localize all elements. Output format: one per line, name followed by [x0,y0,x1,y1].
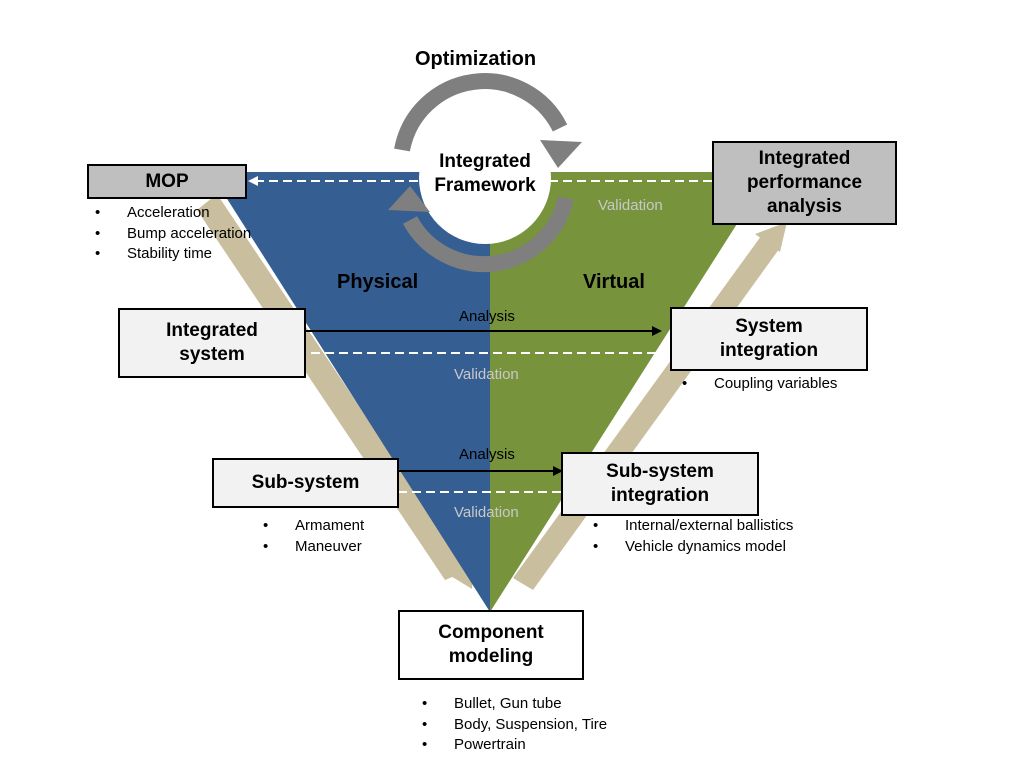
subsystem-integration-line1: Sub-system [606,461,714,482]
optimization-arrowhead-right [540,140,582,168]
system-integration-box: System integration [670,307,868,371]
physical-label: Physical [337,271,419,293]
integrated-performance-line3: analysis [767,196,842,217]
list-item: Internal/external ballistics [593,516,793,537]
integrated-performance-analysis-box: Integrated performance analysis [712,141,897,225]
list-item: Acceleration [95,203,251,224]
integrated-framework-circle [419,112,551,244]
list-item: Maneuver [263,537,364,558]
validation-system-label: Validation [454,366,519,383]
integrated-system-line2: system [179,344,245,365]
integrated-performance-line2: performance [746,172,863,193]
integrated-framework-label: Integrated Framework [421,150,549,198]
component-modeling-line1: Component [438,622,544,643]
subsystem-integration-line2: integration [610,485,710,506]
subsystem-box: Sub-system [212,458,399,508]
list-item: Bump acceleration [95,224,251,245]
list-item: Armament [263,516,364,537]
list-item: Coupling variables [682,374,837,395]
system-integration-list: Coupling variables [682,374,837,395]
mop-list: Acceleration Bump acceleration Stability… [95,203,251,265]
integrated-system-box: Integrated system [118,308,306,378]
subsystem-list: Armament Maneuver [263,516,364,557]
list-item: Body, Suspension, Tire [422,715,607,736]
mop-box: MOP [87,164,247,199]
analysis-system-label: Analysis [459,308,515,325]
integrated-framework-line2: Framework [434,175,536,196]
integrated-performance-line1: Integrated [758,148,851,169]
component-list: Bullet, Gun tube Body, Suspension, Tire … [422,694,607,756]
validation-top-label: Validation [598,197,663,214]
system-integration-line2: integration [719,340,819,361]
list-item: Vehicle dynamics model [593,537,793,558]
subsystem-integration-box: Sub-system integration [561,452,759,516]
component-modeling-box: Component modeling [398,610,584,680]
optimization-arrowhead-left [388,186,430,212]
list-item: Powertrain [422,735,607,756]
validation-subsystem-label: Validation [454,504,519,521]
list-item: Bullet, Gun tube [422,694,607,715]
component-modeling-line2: modeling [448,646,534,667]
virtual-triangle [490,172,770,612]
integrated-system-line1: Integrated [166,320,258,341]
list-item: Stability time [95,244,251,265]
virtual-label: Virtual [583,271,645,293]
optimization-cycle-icon [394,73,574,273]
mop-box-label: MOP [145,170,189,192]
integrated-framework-line1: Integrated [439,151,531,172]
analysis-subsystem-label: Analysis [459,446,515,463]
subsystem-integration-list: Internal/external ballistics Vehicle dyn… [593,516,793,557]
optimization-title: Optimization [415,48,537,70]
physical-triangle [210,172,490,612]
subsystem-box-label: Sub-system [251,472,360,493]
system-integration-line1: System [735,316,803,337]
